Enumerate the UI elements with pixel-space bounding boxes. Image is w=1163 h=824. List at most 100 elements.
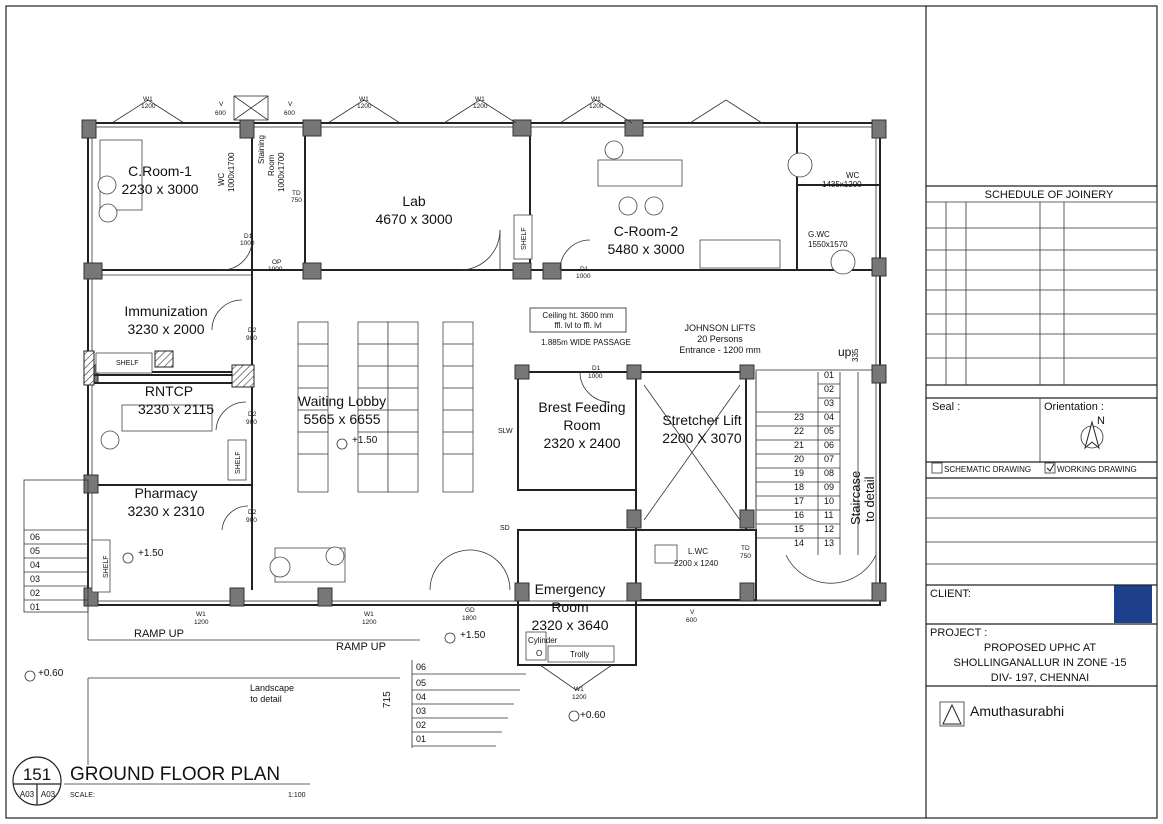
tag-w1-e: W1 [196,611,206,618]
sheet-ref-right: A03 [41,790,56,799]
tag-w1-a-size: 1200 [141,103,156,110]
stair-number: 21 [794,440,804,450]
staircase-label-2: to detail [862,476,877,522]
side-panel-grid [926,185,1157,687]
passage-note: 1.885m WIDE PASSAGE [541,338,631,347]
client-label: CLIENT: [930,588,971,600]
stair-number: 18 [794,482,804,492]
room-immunization-size: 3230 x 2000 [127,321,204,337]
tag-gd: GD [465,607,475,614]
lwc-label: L.WC [688,547,708,556]
schematic-drawing-label: SCHEMATIC DRAWING [944,465,1031,474]
tag-w1-g-size: 1200 [572,694,587,701]
lifts-note-line3: Entrance - 1200 mm [679,345,761,355]
tag-v-b: V [288,101,293,108]
shelf-label-pharmacy: SHELF [103,555,110,578]
north-label: N [1097,415,1105,427]
ramp-step-number: 01 [30,602,40,612]
staining-room-label: Staining [257,135,266,164]
tag-d2-b-size: 900 [246,419,257,426]
shelf-label-rntcp-right: SHELF [235,451,242,474]
tag-d2-c: D2 [248,509,257,516]
room-emergency-size: 2320 x 3640 [531,617,608,633]
tag-w1-f: W1 [364,611,374,618]
schedule-title: SCHEDULE OF JOINERY [985,189,1114,201]
staining-room-label2: Room [267,154,276,176]
tag-v-c: V [690,609,695,616]
tag-td-a: TD [292,190,301,197]
tag-d1-a: D1 [244,233,253,240]
project-line-2: SHOLLINGANALLUR IN ZONE -15 [954,657,1127,669]
tag-w1-b-size: 1200 [357,103,372,110]
room-croom2-name: C-Room-2 [614,223,679,239]
stair-number: 13 [824,538,834,548]
scale-value: 1:100 [288,792,306,799]
gwc-label: G.WC [808,230,830,239]
building-walls [87,122,881,666]
landscape-label-1: Landscape [250,683,294,693]
ramp-step-number: 06 [30,532,40,542]
seal-label: Seal : [932,401,960,413]
level-ground-bottom: +0.60 [580,710,606,721]
tag-w1-c: W1 [475,96,485,103]
staining-room-size: 1000x1700 [277,152,286,192]
tag-v-a: V [219,101,224,108]
room-croom1-name: C.Room-1 [128,163,192,179]
lift-cross-b [643,384,741,521]
ramp-up-label-1: RAMP UP [134,628,184,640]
tag-td-b: TD [741,545,750,552]
stair-number: 15 [794,524,804,534]
scale-label: SCALE: [70,792,95,799]
stair-up-label: up [838,345,852,359]
tag-w1-a: W1 [143,96,153,103]
north-arrow-icon [1080,420,1104,450]
tag-w1-c-size: 1200 [473,103,488,110]
tag-w1-d-size: 1200 [589,103,604,110]
stair-number: 08 [824,468,834,478]
stair-number: 06 [824,440,834,450]
sheet-number: 151 [23,765,51,784]
tag-w1-g: W1 [574,686,584,693]
wc1-label: WC [217,172,226,186]
wc1-size: 1000x1700 [227,152,236,192]
dim-715: 715 [382,691,393,708]
room-emergency-name: Emergency [535,581,606,597]
tag-v-c-size: 600 [686,617,697,624]
tag-w1-d: W1 [591,96,601,103]
room-lab-size: 4670 x 3000 [375,211,452,227]
level-lobby: +1.50 [352,435,378,446]
room-brest-feeding-name: Brest Feeding [538,399,625,415]
entry-step-number: 05 [416,678,426,688]
entry-step-number: 04 [416,692,426,702]
staircase-label-1: Staircase [848,471,863,525]
room-pharmacy-name: Pharmacy [134,485,197,501]
level-entry: +1.50 [460,630,486,641]
ramp-step-number: 05 [30,546,40,556]
sheet-border [5,5,1158,819]
tag-td-a-size: 750 [291,197,302,204]
stair-number: 14 [794,538,804,548]
stair-number: 17 [794,496,804,506]
room-furniture [91,139,856,663]
tag-d1-c: D1 [592,365,601,372]
room-pharmacy-size: 3230 x 2310 [127,503,204,519]
lifts-note-line2: 20 Persons [697,334,743,344]
room-brest-feeding-size: 2320 x 2400 [543,435,620,451]
project-line-1: PROPOSED UPHC AT [984,642,1097,654]
stair-number: 04 [824,412,834,422]
stair-number: 07 [824,454,834,464]
room-rntcp-name: RNTCP [145,383,193,399]
waiting-lobby-seating [297,321,474,493]
stair-number: 22 [794,426,804,436]
shelf-label-rntcp: SHELF [116,360,139,367]
project-line-3: DIV- 197, CHENNAI [991,672,1089,684]
stair-number: 11 [824,510,833,520]
tag-v-a-size: 600 [215,110,226,117]
cylinder-label: Cylinder [528,636,558,645]
gwc-size: 1550x1570 [808,240,848,249]
lwc-size: 2200 x 1240 [674,559,719,568]
firm-name: Amuthasurabhi [970,703,1064,719]
ramp-and-steps [23,479,526,765]
room-lab-name: Lab [402,193,426,209]
